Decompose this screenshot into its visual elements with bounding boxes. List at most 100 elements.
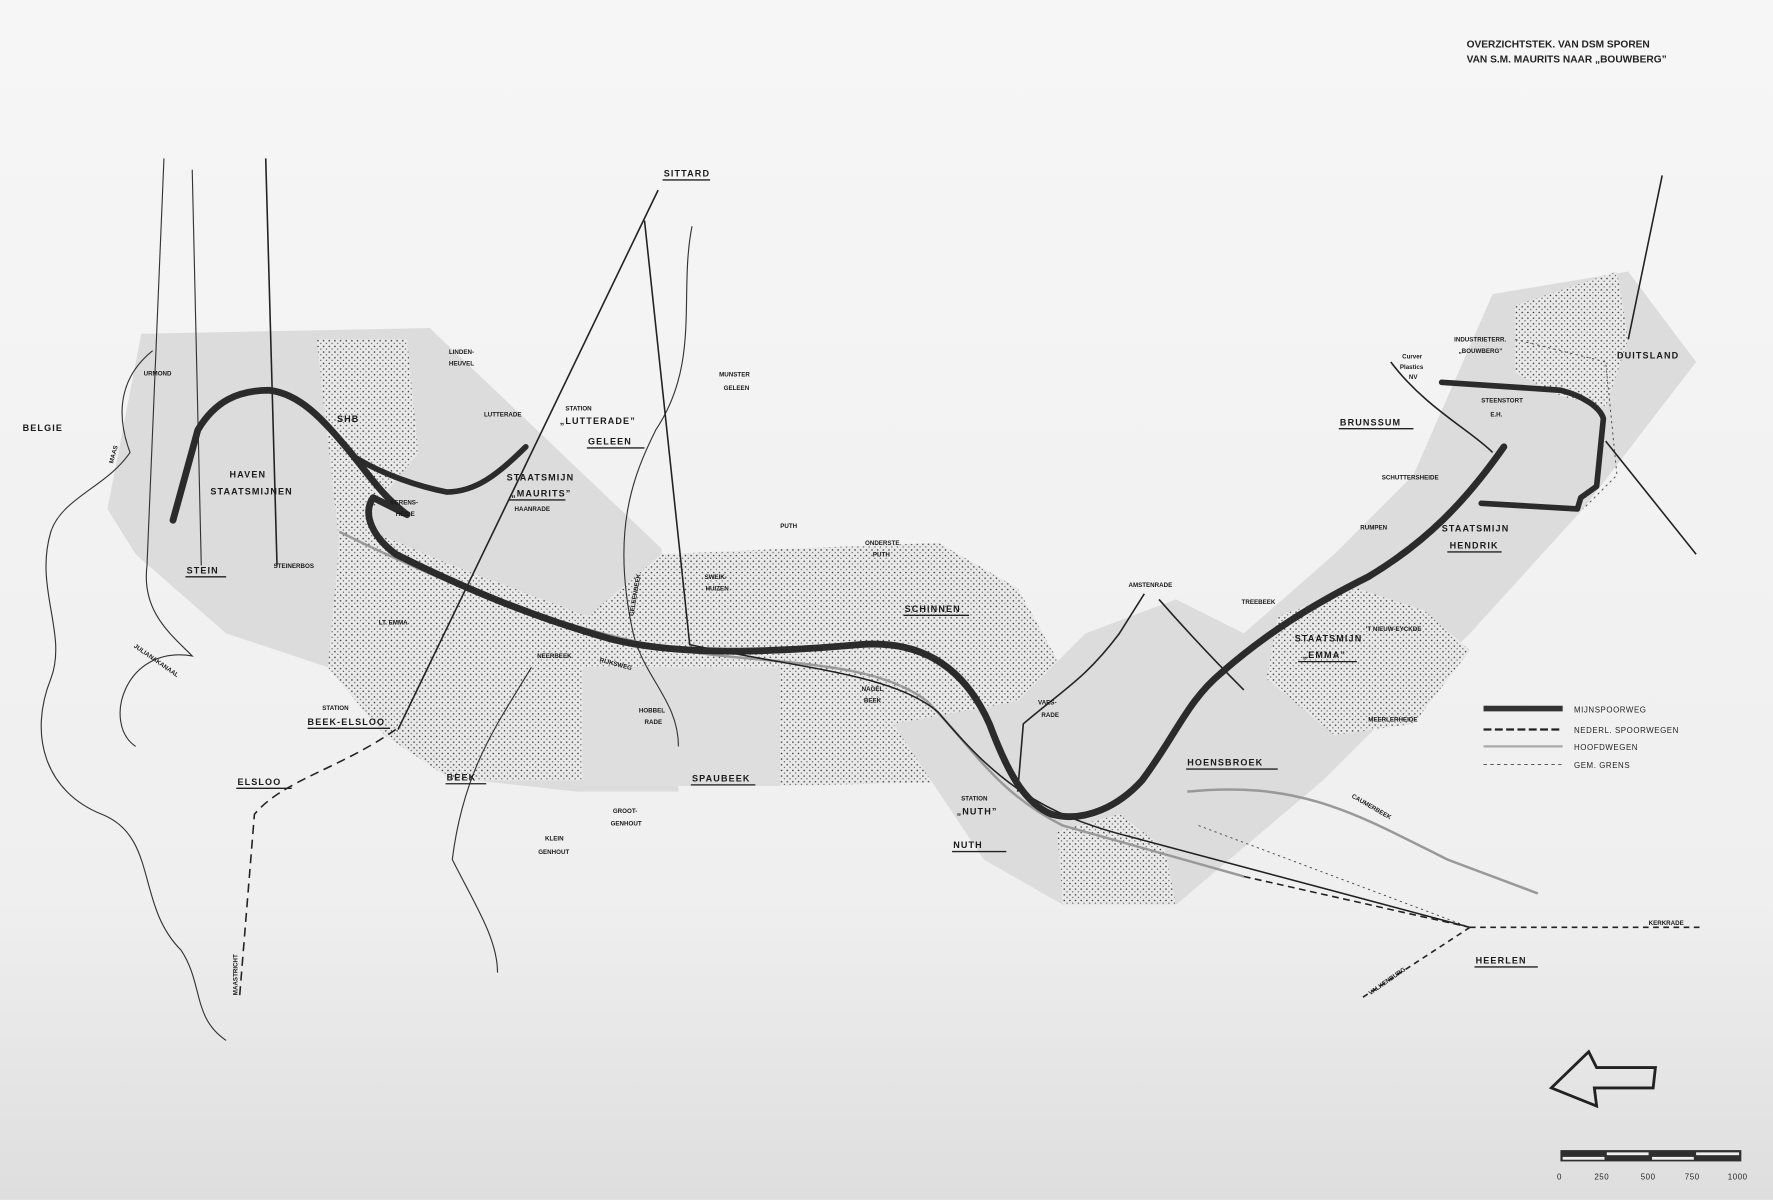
canal-east-bank: [191, 169, 202, 566]
label-maurits-2: „MAURITS”: [511, 489, 571, 499]
label-elsloo: ELSLOO: [237, 777, 281, 787]
legend-label: GEM. GRENS: [1574, 761, 1630, 770]
label-nuth: NUTH: [953, 840, 983, 850]
label-stein: STEIN: [187, 565, 219, 575]
label-munster-2: GELEEN: [724, 385, 750, 392]
scale-bar: 0 250 500 750 1000: [1557, 1150, 1748, 1182]
label-meerlerheide: MEERLERHEIDE: [1368, 717, 1417, 724]
label-vaesrade-1: VAES-: [1038, 700, 1057, 707]
legend-label: MIJNSPOORWEG: [1574, 706, 1647, 715]
label-geleen: GELEEN: [588, 437, 632, 447]
label-hendrik-1: STAATSMIJN: [1442, 524, 1510, 534]
title-line-1: OVERZICHTSTEK. VAN DSM SPOREN: [1467, 40, 1650, 51]
north-arrow-icon: [1548, 1049, 1657, 1109]
place-labels: BELGIE MAAS URMOND HAVEN STAATSMIJNEN ST…: [23, 169, 1684, 997]
label-steinerbos: STEINERBOS: [274, 563, 314, 570]
map-title: OVERZICHTSTEK. VAN DSM SPOREN VAN S.M. M…: [1467, 40, 1667, 66]
label-emma-2: „EMMA”: [1303, 650, 1346, 660]
label-neerbeek: NEERBEEK: [537, 653, 572, 660]
label-belgie: BELGIE: [23, 423, 63, 433]
label-curver-3: NV: [1409, 374, 1418, 381]
scale-tick: 0: [1557, 1173, 1562, 1182]
label-kerkrade: KERKRADE: [1649, 920, 1684, 927]
label-curver-1: Curver: [1402, 354, 1423, 361]
label-station-beek: STATION: [322, 705, 349, 712]
label-munster-1: MUNSTER: [719, 372, 750, 379]
label-nieuw-eyckde: 'T NIEUW-EYCKDE: [1366, 626, 1421, 633]
label-beek-elsloo: BEEK-ELSLOO: [308, 717, 386, 727]
label-klein-genhout-1: KLEIN: [545, 835, 564, 842]
label-lutterade: LUTTERADE: [484, 411, 522, 418]
label-steenstort-2: E.H.: [1490, 411, 1502, 418]
label-lindenheuvel-1: LINDEN-: [449, 349, 474, 356]
rail-valkenburg: [1362, 926, 1471, 999]
label-heerlen: HEERLEN: [1476, 956, 1527, 966]
label-hoensbroek: HOENSBROEK: [1187, 758, 1263, 768]
region-east: [893, 271, 1697, 905]
label-hobbelrade-1: HOBBEL: [639, 708, 665, 715]
label-curver-2: Plastics: [1400, 364, 1424, 371]
road-caumerbeek: [1187, 788, 1539, 895]
label-maurits-1: STAATSMIJN: [507, 473, 575, 483]
label-groot-genhout-2: GENHOUT: [611, 821, 642, 828]
label-rumpen: RUMPEN: [1360, 524, 1387, 531]
maas-river: [40, 350, 227, 1041]
label-emma-1: STAATSMIJN: [1295, 633, 1363, 643]
label-spaubeek: SPAUBEEK: [692, 773, 751, 783]
label-haanrade: HAANRADE: [514, 506, 550, 513]
label-nagelbeek-1: NAGEL: [862, 686, 884, 693]
label-klein-genhout-2: GENHOUT: [538, 849, 569, 856]
title-line-2: VAN S.M. MAURITS NAAR „BOUWBERG”: [1467, 54, 1667, 65]
label-hobbelrade-2: RADE: [645, 719, 663, 726]
scale-tick: 500: [1641, 1173, 1656, 1182]
label-kerensheide-2: HEIDE: [396, 511, 415, 518]
label-brunssum: BRUNSSUM: [1340, 417, 1401, 427]
label-treebeek: TREEBEEK: [1242, 599, 1276, 606]
mine-railway-main: [169, 386, 1508, 821]
label-shb: SHB: [337, 414, 359, 424]
label-steenstort-1: STEENSTORT: [1481, 398, 1523, 405]
shaded-regions: [107, 271, 1697, 905]
label-haven-1: HAVEN: [230, 469, 267, 479]
road-brunssum: [1390, 175, 1697, 555]
label-sweikhuizen-1: SWEIK-: [704, 574, 726, 581]
rail-line-west: [264, 158, 278, 566]
label-bouwberg-2: „BOUWBERG”: [1459, 348, 1503, 355]
label-kerensheide-1: KERENS-: [390, 499, 418, 506]
mine-railway-steenstort-loop: [1438, 379, 1607, 512]
label-maastricht: MAASTRICHT: [232, 954, 239, 995]
label-amstenrade: AMSTENRADE: [1128, 582, 1172, 589]
label-maas: MAAS: [108, 445, 119, 464]
julianakanaal: [119, 158, 194, 747]
label-duitsland: DUITSLAND: [1617, 351, 1679, 361]
road-treebeek: [1158, 598, 1245, 691]
label-schuttersheide: SCHUTTERSHEIDE: [1382, 475, 1439, 482]
label-sittard: SITTARD: [664, 169, 710, 179]
rail-nuth-heerlen-dashed: [1243, 875, 1471, 929]
label-haven-2: STAATSMIJNEN: [210, 486, 292, 496]
region-stein-stipple: [316, 339, 588, 781]
rail-sittard-beek: [397, 189, 659, 730]
label-lt-emma: LT. EMMA: [379, 619, 408, 626]
municipal-boundary: [1198, 338, 1618, 928]
legend-label: HOOFDWEGEN: [1574, 743, 1638, 752]
label-puth: PUTH: [780, 523, 797, 530]
mine-railway: [169, 379, 1607, 821]
label-station-nuth-2: „NUTH”: [957, 806, 998, 816]
label-urmond: URMOND: [144, 371, 172, 378]
label-onderste-puth-2: PUTH: [873, 551, 890, 558]
label-sweikhuizen-2: HUIZEN: [706, 585, 730, 592]
geleenbeek-stream: [623, 226, 693, 747]
stream-beek: [451, 666, 532, 973]
legend-swatch-mijnspoorweg: [1483, 705, 1563, 712]
waterways: [40, 158, 693, 1041]
label-onderste-puth-1: ONDERSTE: [865, 540, 899, 547]
region-steenstort-stipple: [1515, 271, 1629, 408]
region-nuth-stipple: [1057, 814, 1176, 905]
label-nagelbeek-2: BEEK: [864, 697, 882, 704]
label-schinnen: SCHINNEN: [905, 604, 961, 614]
scale-tick: 1000: [1728, 1173, 1748, 1182]
scale-tick: 750: [1685, 1173, 1700, 1182]
label-groot-genhout-1: GROOT-: [613, 808, 637, 815]
